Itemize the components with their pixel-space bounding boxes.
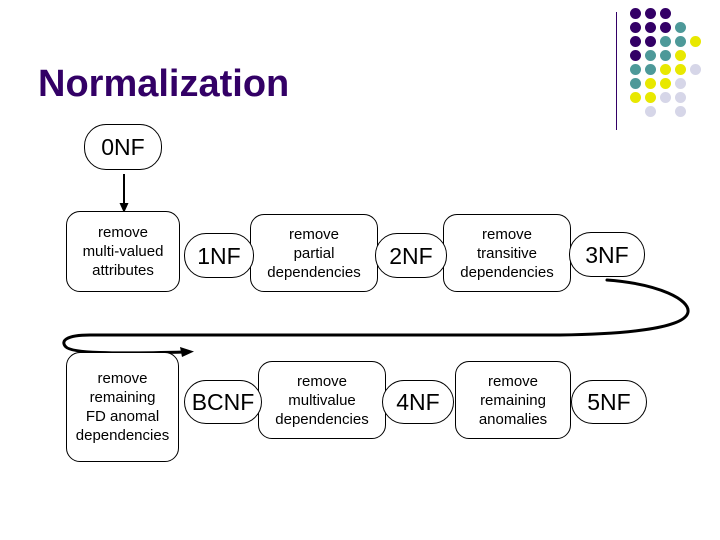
arrow-3nf-to-bcnf-head: [180, 347, 194, 357]
decoration-dot-yellow: [645, 92, 656, 103]
node-1nf-label: 1NF: [197, 242, 241, 269]
node-remove-partial-dependencies[interactable]: remove partial dependencies: [250, 214, 378, 292]
decoration-dot-purple: [645, 8, 656, 19]
decoration-dot-yellow: [690, 36, 701, 47]
decoration-dot-lavender: [690, 64, 701, 75]
decoration-dot-teal: [630, 64, 641, 75]
node-4nf[interactable]: 4NF: [382, 380, 454, 424]
node-0nf-label: 0NF: [101, 134, 145, 160]
decoration-dot-purple: [660, 22, 671, 33]
decoration-dot-yellow: [675, 64, 686, 75]
dot-grid-decoration: [616, 8, 720, 130]
decoration-dot-teal: [660, 36, 671, 47]
decoration-dot-yellow: [630, 92, 641, 103]
page-title: Normalization: [38, 63, 290, 105]
node-remove-remaining-anomalies[interactable]: remove remaining anomalies: [455, 361, 571, 439]
node-4nf-label: 4NF: [396, 389, 440, 415]
decoration-dot-yellow: [660, 78, 671, 89]
arrow-0nf-to-1nf-head: [119, 203, 129, 213]
decoration-dot-purple: [630, 50, 641, 61]
decoration-dot-teal: [675, 22, 686, 33]
node-remove-remaining-anomalies-label: remove remaining anomalies: [478, 372, 548, 428]
node-2nf-label: 2NF: [389, 242, 433, 269]
node-remove-transitive-dependencies[interactable]: remove transitive dependencies: [443, 214, 571, 292]
node-remove-multivalued-attributes[interactable]: remove multi-valued attributes: [66, 211, 180, 292]
decoration-dot-purple: [630, 22, 641, 33]
decoration-dot-teal: [645, 64, 656, 75]
vertical-rule-divider: [616, 12, 617, 130]
decoration-dot-teal: [660, 50, 671, 61]
decoration-dot-teal: [675, 36, 686, 47]
node-3nf[interactable]: 3NF: [569, 232, 645, 277]
node-bcnf-label: BCNF: [191, 389, 255, 415]
decoration-dot-yellow: [675, 50, 686, 61]
node-remove-transitive-dependencies-label: remove transitive dependencies: [460, 225, 554, 281]
node-remove-remaining-fd-anomal-dependencies-label: remove remaining FD anomal dependencies: [75, 370, 170, 444]
decoration-dot-purple: [630, 8, 641, 19]
node-remove-multivalue-dependencies[interactable]: remove multivalue dependencies: [258, 361, 386, 439]
node-remove-remaining-fd-anomal-dependencies[interactable]: remove remaining FD anomal dependencies: [66, 352, 179, 462]
decoration-dot-lavender: [645, 106, 656, 117]
node-remove-partial-dependencies-label: remove partial dependencies: [267, 225, 361, 281]
decoration-dot-lavender: [675, 92, 686, 103]
node-bcnf[interactable]: BCNF: [184, 380, 262, 424]
arrow-3nf-to-bcnf-path: [62, 278, 690, 355]
node-3nf-label: 3NF: [585, 241, 629, 268]
decoration-dot-lavender: [660, 92, 671, 103]
node-2nf[interactable]: 2NF: [375, 233, 447, 278]
node-5nf-label: 5NF: [587, 389, 631, 415]
decoration-dot-purple: [630, 36, 641, 47]
decoration-dot-purple: [645, 36, 656, 47]
decoration-dot-teal: [645, 50, 656, 61]
decoration-dot-purple: [645, 22, 656, 33]
node-5nf[interactable]: 5NF: [571, 380, 647, 424]
decoration-dot-yellow: [660, 64, 671, 75]
node-1nf[interactable]: 1NF: [184, 233, 254, 278]
node-remove-multivalued-attributes-label: remove multi-valued attributes: [82, 224, 164, 279]
decoration-dot-yellow: [645, 78, 656, 89]
node-remove-multivalue-dependencies-label: remove multivalue dependencies: [275, 372, 369, 428]
decoration-dot-lavender: [675, 106, 686, 117]
decoration-dot-teal: [630, 78, 641, 89]
node-0nf[interactable]: 0NF: [84, 124, 162, 170]
decoration-dot-purple: [660, 8, 671, 19]
decoration-dot-lavender: [675, 78, 686, 89]
